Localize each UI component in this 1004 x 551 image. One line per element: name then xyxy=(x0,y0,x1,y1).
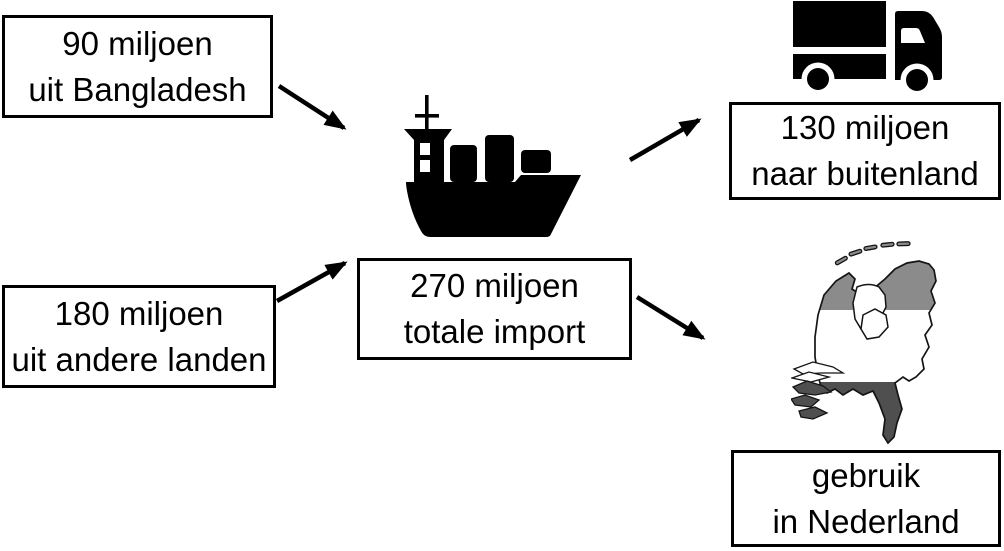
box-line: uit Bangladesh xyxy=(28,70,247,108)
arrow-other-to-import xyxy=(275,261,348,303)
box-line: 270 miljoen xyxy=(410,267,579,305)
arrow-bangladesh-to-import xyxy=(277,84,347,130)
cargo-ship-icon xyxy=(404,95,581,237)
box-180-miljoen-andere-landen: 180 miljoen uit andere landen xyxy=(2,285,276,388)
arrow-import-to-abroad xyxy=(628,118,702,162)
box-90-miljoen-bangladesh: 90 miljoen uit Bangladesh xyxy=(2,15,273,118)
delivery-truck-icon xyxy=(793,1,942,96)
box-line: naar buitenland xyxy=(751,155,979,192)
box-130-miljoen-naar-buitenland: 130 miljoen naar buitenland xyxy=(729,102,1001,200)
box-line: in Nederland xyxy=(772,502,960,540)
map-flevoland xyxy=(860,308,889,340)
map-wadden-islands xyxy=(834,241,911,266)
box-line: uit andere landen xyxy=(11,340,267,378)
arrow-import-to-netherlands xyxy=(635,295,706,340)
box-line: 90 miljoen xyxy=(62,24,213,62)
box-line: gebruik xyxy=(811,456,921,494)
box-gebruik-in-nederland: gebruik in Nederland xyxy=(731,450,1001,547)
map-zeeland-islands xyxy=(791,380,833,420)
box-line: 130 miljoen xyxy=(780,109,950,147)
box-270-miljoen-totale-import: 270 miljoen totale import xyxy=(357,258,632,360)
map-river-fingers xyxy=(791,361,846,383)
netherlands-map-icon xyxy=(791,241,937,445)
box-line: totale import xyxy=(403,313,586,350)
box-line: 180 miljoen xyxy=(54,294,224,332)
